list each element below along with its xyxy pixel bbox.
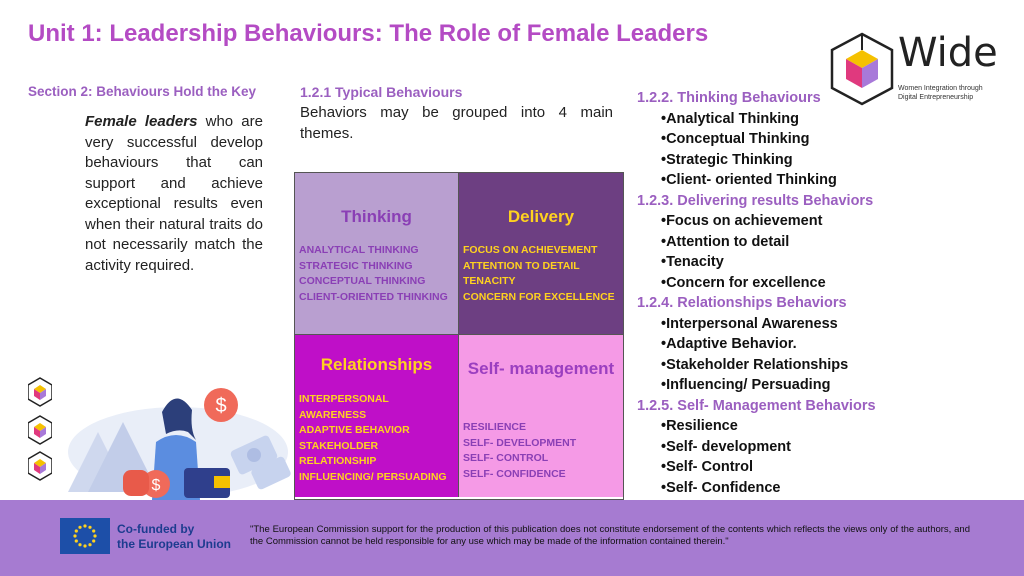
thinking-list: ANALYTICAL THINKING STRATEGIC THINKING C…: [299, 243, 448, 305]
typical-behaviours-title: 1.2.1 Typical Behaviours: [300, 84, 463, 100]
list-item: CONCEPTUAL THINKING: [299, 275, 426, 287]
relationships-list: INTERPERSONAL AWARENESS ADAPTIVE BEHAVIO…: [299, 392, 447, 485]
female-leader-illustration: $ $: [27, 372, 293, 500]
list-item: INFLUENCING/ PERSUADING: [299, 470, 447, 483]
self-management-list: RESILIENCE SELF- DEVELOPMENT SELF- CONTR…: [463, 420, 576, 482]
delivery-cell: Delivery FOCUS ON ACHIEVEMENT ATTENTION …: [459, 173, 623, 335]
list-item: SELF- CONFIDENCE: [463, 467, 566, 480]
list-item: •Self- Control: [661, 459, 754, 475]
list-item: STRATEGIC THINKING: [299, 259, 413, 272]
list-item: •Self- Confidence: [661, 479, 781, 496]
intro-bold: Female leaders: [85, 113, 198, 130]
list-item: RESILIENCE: [463, 421, 527, 433]
list-item: •Conceptual Thinking: [661, 131, 810, 147]
relationships-cell: Relationships INTERPERSONAL AWARENESS AD…: [295, 335, 459, 497]
section-label: Section 2: Behaviours Hold the Key: [28, 84, 257, 99]
list-item: •Concern for excellence: [661, 274, 826, 291]
logo-subtitle: Women Integration through Digital Entrep…: [898, 85, 983, 101]
list-item: SELF- DEVELOPMENT: [463, 436, 577, 449]
cube-logo-icon: [830, 32, 894, 106]
self-management-cell: Self- management RESILIENCE SELF- DEVELO…: [459, 335, 623, 497]
list-item: ATTENTION TO DETAIL: [463, 259, 580, 272]
list-item: •Attention to detail: [661, 233, 790, 250]
list-item: ADAPTIVE BEHAVIOR: [299, 424, 410, 436]
self-management-heading: Self- management: [467, 359, 615, 378]
relationships-behaviours-heading: 1.2.4. Relationships Behaviors: [637, 295, 847, 311]
delivering-behaviours-heading: 1.2.3. Delivering results Behaviors: [637, 192, 874, 209]
list-item: •Interpersonal Awareness: [661, 315, 838, 332]
list-item: RELATIONSHIP: [299, 455, 377, 467]
footer-bar: Co-funded by the European Union "The Eur…: [0, 500, 1024, 576]
eu-cofunded-text: Co-funded by the European Union: [117, 522, 231, 551]
list-item: •Analytical Thinking: [661, 110, 800, 127]
intro-paragraph: Female leaders who are very successful d…: [35, 112, 263, 276]
list-item: •Stakeholder Relationships: [661, 356, 849, 373]
intro-text: who are very successful develop behaviou…: [85, 113, 263, 274]
list-item: •Resilience: [661, 418, 738, 434]
list-item: FOCUS ON ACHIEVEMENT: [463, 244, 598, 256]
delivery-heading: Delivery: [507, 207, 575, 226]
list-item: •Influencing/ Persuading: [661, 377, 831, 393]
list-item: ANALYTICAL THINKING: [299, 244, 419, 256]
eu-flag-icon: [60, 518, 110, 554]
list-item: •Strategic Thinking: [661, 151, 793, 168]
list-item: STAKEHOLDER: [299, 439, 379, 452]
dollar-coin-icon: $ $: [123, 388, 238, 498]
list-item: •Focus on achievement: [661, 213, 823, 229]
list-item: •Client- oriented Thinking: [661, 172, 837, 188]
svg-text:$: $: [215, 395, 226, 417]
typical-behaviours-text: Behaviors may be grouped into 4 main the…: [300, 104, 613, 142]
list-item: •Tenacity: [661, 254, 724, 270]
list-item: INTERPERSONAL: [299, 393, 389, 405]
wide-logo: Wide Women Integration through Digital E…: [826, 30, 998, 115]
svg-text:$: $: [152, 477, 161, 494]
list-item: TENACITY: [463, 275, 516, 287]
money-bill-icon: [230, 435, 291, 490]
disclaimer-text: "The European Commission support for the…: [250, 524, 970, 547]
list-item: SELF- CONTROL: [463, 452, 549, 464]
list-item: AWARENESS: [299, 408, 367, 421]
list-item: CLIENT-ORIENTED THINKING: [299, 290, 448, 303]
page-title: Unit 1: Leadership Behaviours: The Role …: [28, 20, 709, 47]
themes-grid: Thinking ANALYTICAL THINKING STRATEGIC T…: [294, 172, 624, 500]
behaviours-list: 1.2.2. Thinking Behaviours •Analytical T…: [637, 88, 897, 498]
delivery-list: FOCUS ON ACHIEVEMENT ATTENTION TO DETAIL…: [463, 243, 615, 305]
list-item: •Self- development: [661, 438, 791, 455]
thinking-behaviours-heading: 1.2.2. Thinking Behaviours: [637, 90, 821, 106]
thinking-heading: Thinking: [341, 207, 412, 226]
relationships-heading: Relationships: [320, 355, 433, 374]
self-management-behaviours-heading: 1.2.5. Self- Management Behaviors: [637, 397, 876, 414]
list-item: CONCERN FOR EXCELLENCE: [463, 290, 615, 303]
cube-decor-icon: [27, 377, 53, 481]
thinking-cell: Thinking ANALYTICAL THINKING STRATEGIC T…: [295, 173, 459, 335]
list-item: •Adaptive Behavior.: [661, 336, 797, 352]
logo-wordmark: Wide: [898, 30, 998, 76]
